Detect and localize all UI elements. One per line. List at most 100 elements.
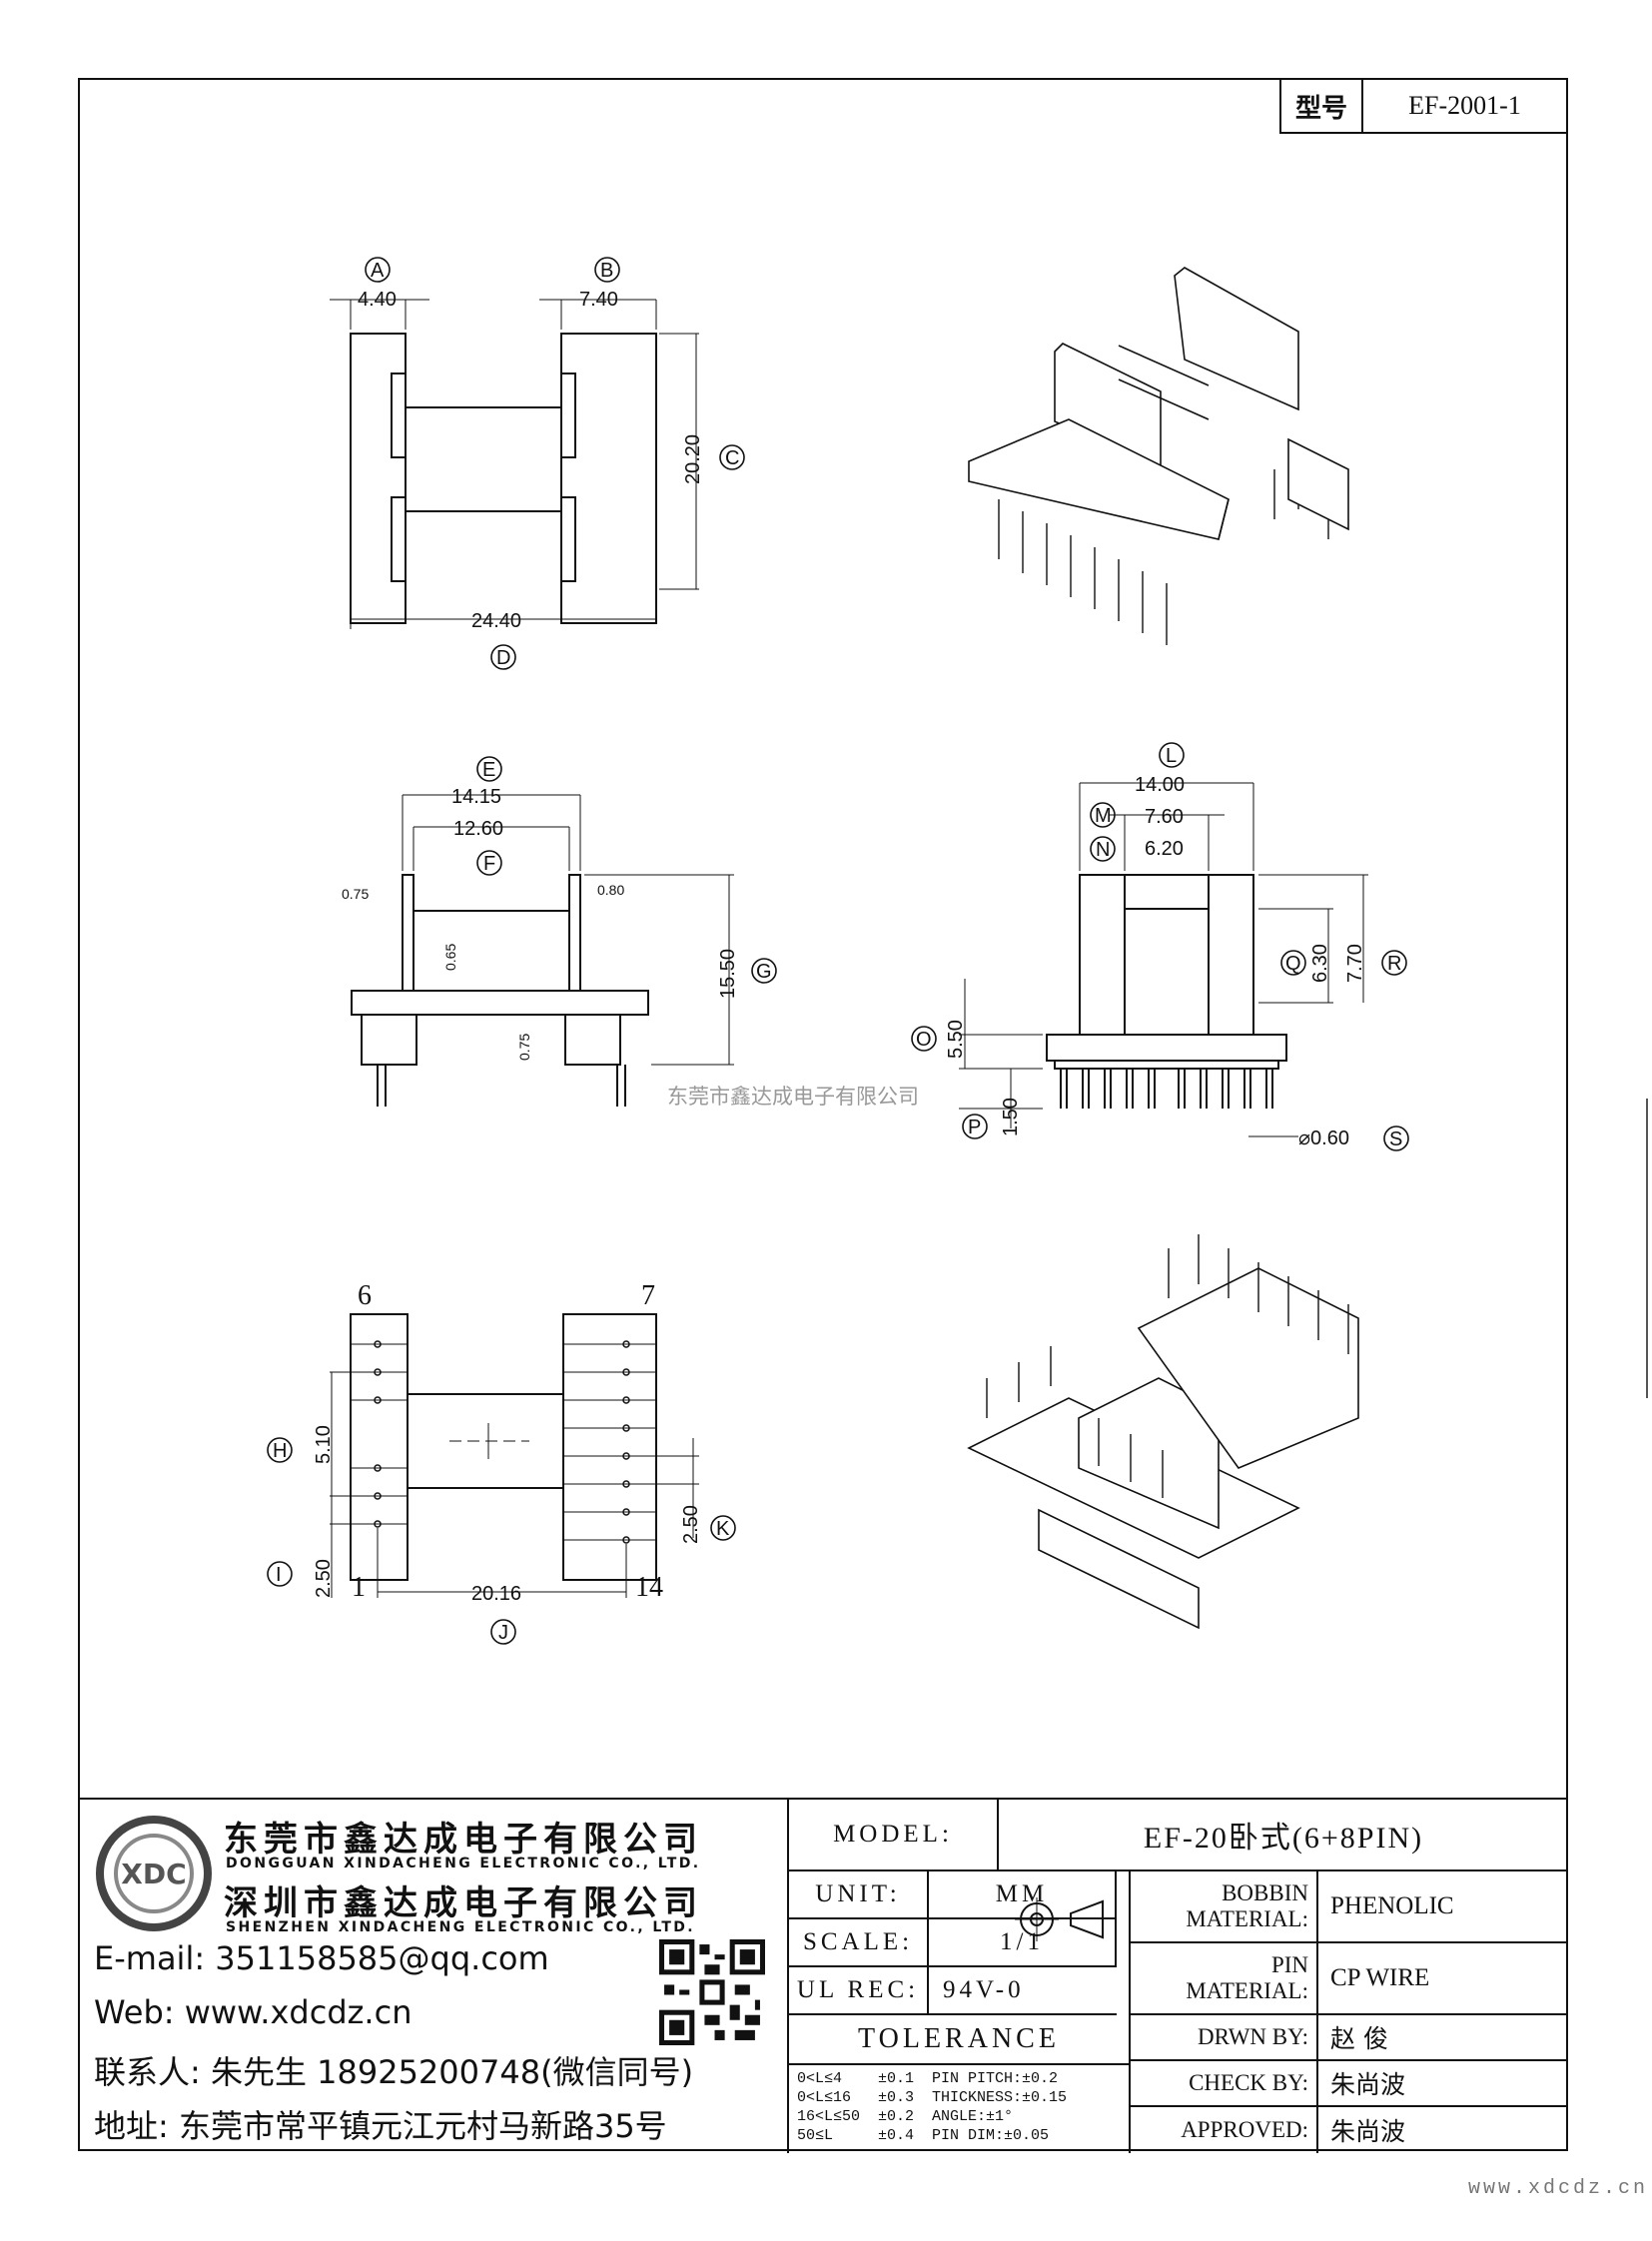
website-footer: www.xdcdz.cn (1468, 2177, 1649, 2200)
divider (1129, 1871, 1131, 2153)
circle-A: A (371, 260, 385, 282)
company-info: XDC 东莞市鑫达成电子有限公司 DONGGUAN XINDACHENG ELE… (78, 1800, 789, 2153)
circle-D: D (496, 647, 510, 669)
circle-O: O (916, 1029, 932, 1051)
projection-symbol-icon (1015, 1897, 1104, 1941)
bobbin-label-2: MATERIAL: (1186, 1906, 1308, 1931)
dim-O-value: 5.50 (945, 1020, 967, 1059)
company-address: 地址: 东莞市常平镇元江元村马新路35号 (94, 2107, 667, 2145)
dim-E-value: 14.15 (451, 786, 501, 808)
company-contact: 联系人: 朱先生 18925200748(微信同号) (94, 2053, 694, 2091)
dim-H-value: 5.10 (313, 1425, 335, 1464)
drawing-frame (78, 78, 1568, 2151)
circle-E: E (482, 759, 495, 781)
title-grid: MODEL: EF-20卧式(6+8PIN) UNIT: MM SCALE: 1… (789, 1800, 1568, 2153)
dim-080: 0.80 (597, 882, 624, 898)
scale-label: SCALE: (789, 1919, 929, 1965)
dim-M-value: 7.60 (1145, 806, 1184, 828)
circle-C: C (725, 447, 739, 469)
dim-Q-value: 6.30 (1309, 944, 1331, 983)
pin-material-value: CP WIRE (1330, 1964, 1430, 1991)
check-row: CHECK BY: 朱尚波 (1129, 2061, 1568, 2107)
pin-label-1: PIN (1270, 1952, 1308, 1977)
isometric-bottom-view (967, 1234, 1359, 1630)
pin-label-7: 7 (641, 1280, 655, 1311)
model-row: MODEL: EF-20卧式(6+8PIN) (789, 1800, 1568, 1871)
pin-label-6: 6 (358, 1280, 372, 1311)
qr-code-icon (659, 1939, 765, 2045)
pin-label-2: MATERIAL: (1186, 1978, 1308, 2003)
model-label: MODEL: (789, 1800, 999, 1869)
dim-075-bottom: 0.75 (516, 1034, 532, 1061)
pin-row (1060, 1069, 1273, 1109)
check-by-label: CHECK BY: (1129, 2061, 1318, 2105)
drawn-by-value: 赵 俊 (1330, 2024, 1388, 2053)
bobbin-material-value: PHENOLIC (1330, 1892, 1454, 1919)
dim-L-value: 14.00 (1135, 774, 1185, 796)
dim-I-value: 2.50 (313, 1559, 335, 1598)
dim-D-value: 24.40 (471, 610, 521, 632)
check-by-value: 朱尚波 (1330, 2070, 1406, 2099)
circle-G: G (756, 961, 772, 983)
tolerance-line: 50≤L ±0.4 PIN DIM:±0.05 (797, 2127, 1050, 2144)
circle-H: H (273, 1440, 287, 1462)
company-web: Web: www.xdcdz.cn (94, 1993, 413, 2031)
pin-label-14: 14 (635, 1572, 663, 1603)
dim-P-value: 1.50 (1000, 1098, 1022, 1136)
part-number-value: EF-2001-1 (1408, 91, 1521, 120)
company-name-shenzhen-en: SHENZHEN XINDACHENG ELECTRONIC CO., LTD. (226, 1919, 696, 1935)
company-name-dongguan-en: DONGGUAN XINDACHENG ELECTRONIC CO., LTD. (226, 1856, 701, 1871)
scale-value: 1/1 (929, 1919, 1117, 1965)
drawn-row: DRWN BY: 赵 俊 (1129, 2015, 1568, 2061)
ul-row: UL REC: 94V-0 (789, 1967, 1117, 2015)
dim-K-value: 2.50 (680, 1505, 702, 1544)
circle-K: K (716, 1518, 730, 1540)
dim-065: 0.65 (442, 944, 458, 971)
company-email: E-mail: 351158585@qq.com (94, 1939, 549, 1977)
side-view (351, 794, 734, 1107)
tolerance-table: 0<L≤4 ±0.1 PIN PITCH:±0.2 0<L≤16 ±0.3 TH… (797, 2069, 1127, 2145)
drawn-by-label: DRWN BY: (1129, 2015, 1318, 2059)
pin-material-row: PIN MATERIAL: CP WIRE (1129, 1943, 1568, 2015)
tolerance-label: TOLERANCE (858, 2023, 1060, 2054)
dim-075-top: 0.75 (342, 886, 369, 902)
scale-row: SCALE: 1/1 (789, 1919, 1117, 1967)
dim-N-value: 6.20 (1145, 838, 1184, 860)
circle-P: P (968, 1117, 981, 1138)
part-number-label: 型号 (1281, 80, 1363, 132)
tolerance-line: 16<L≤50 ±0.2 ANGLE:±1° (797, 2108, 1014, 2125)
dim-A-value: 4.40 (358, 289, 397, 311)
circle-L: L (1166, 745, 1177, 767)
approved-row: APPROVED: 朱尚波 (1129, 2107, 1568, 2153)
top-view (330, 299, 699, 629)
dim-F-value: 12.60 (453, 818, 503, 840)
front-view (959, 782, 1368, 1137)
bobbin-row: BOBBIN MATERIAL: PHENOLIC (1129, 1871, 1568, 1943)
model-value: EF-20卧式(6+8PIN) (1143, 1822, 1424, 1855)
logo-text: XDC (121, 1858, 186, 1890)
company-name-shenzhen: 深圳市鑫达成电子有限公司 (224, 1883, 703, 1923)
unit-row: UNIT: MM (789, 1871, 1117, 1919)
circle-S: S (1389, 1128, 1402, 1150)
bobbin-material-label: BOBBIN MATERIAL: (1129, 1871, 1318, 1941)
dim-R-value: 7.70 (1344, 944, 1366, 983)
circle-N: N (1096, 839, 1110, 861)
circle-Q: Q (1285, 953, 1301, 975)
circle-M: M (1095, 805, 1112, 827)
tolerance-row: TOLERANCE (789, 2015, 1129, 2065)
dim-J-value: 20.16 (471, 1583, 521, 1605)
pin-material-label: PIN MATERIAL: (1129, 1943, 1318, 2013)
company-logo-icon: XDC (96, 1816, 212, 1931)
pin-label-1: 1 (352, 1572, 366, 1603)
ul-value: 94V-0 (943, 1976, 1025, 2003)
tolerance-line: 0<L≤16 ±0.3 THICKNESS:±0.15 (797, 2089, 1068, 2106)
company-name-dongguan: 东莞市鑫达成电子有限公司 (224, 1820, 703, 1860)
circle-B: B (600, 260, 613, 282)
dim-G-value: 15.50 (717, 949, 739, 999)
circled-letters: A B C D E F G L M N Q R O P S H I J K (267, 257, 1409, 1645)
dim-B-value: 7.40 (579, 289, 618, 311)
approved-label: APPROVED: (1129, 2107, 1318, 2153)
watermark-text: 东莞市鑫达成电子有限公司 (667, 1085, 919, 1109)
isometric-top-view (968, 267, 1349, 645)
approved-value: 朱尚波 (1330, 2117, 1406, 2146)
